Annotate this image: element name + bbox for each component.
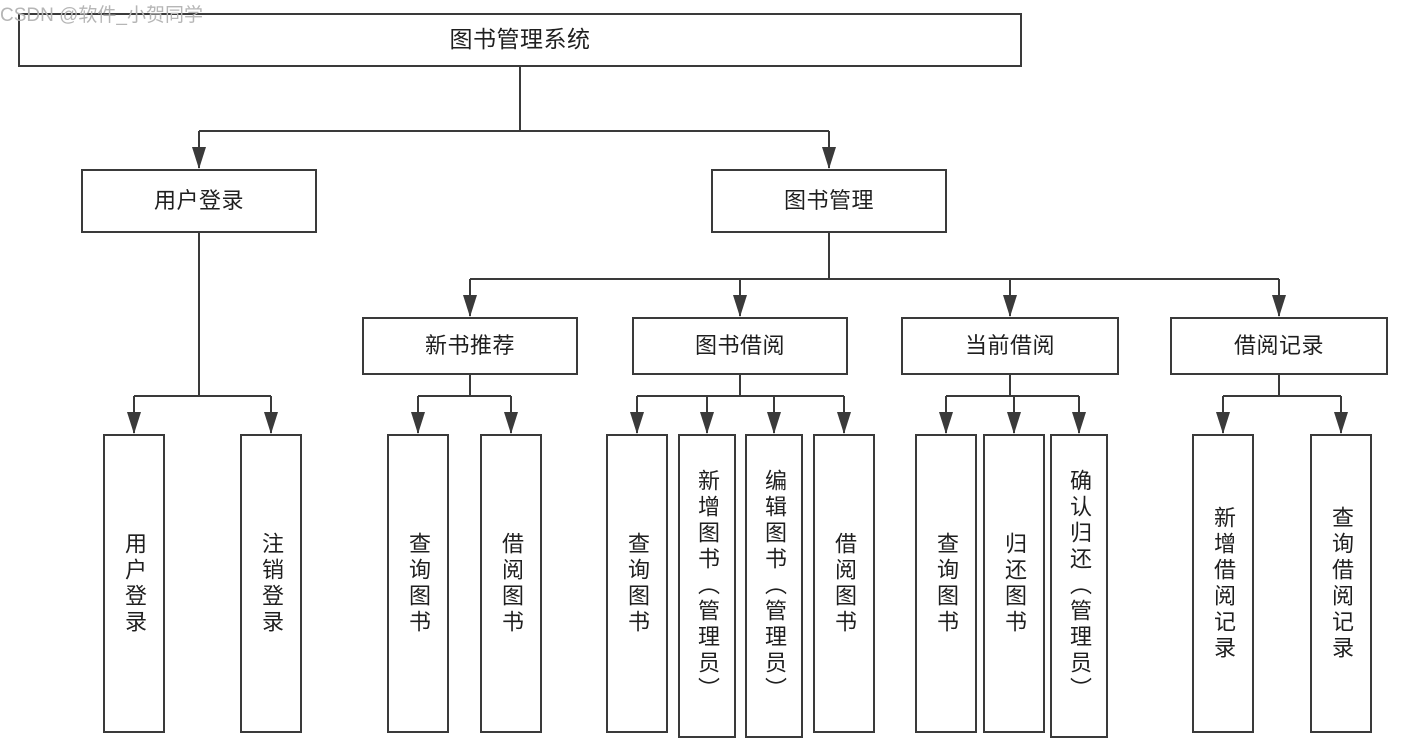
arrowhead-icon [822, 147, 836, 169]
node-leaf-query-book-3[interactable]: 查询图书 [915, 434, 977, 733]
node-leaf-user-logout[interactable]: 注销登录 [240, 434, 302, 733]
node-label: 图书管理系统 [449, 26, 591, 53]
arrowhead-icon [504, 412, 518, 434]
node-leaf-add-book[interactable]: 新增图书（管理员） [678, 434, 736, 738]
arrowhead-icon [1272, 295, 1286, 317]
arrowhead-icon [700, 412, 714, 434]
node-borrow-record[interactable]: 借阅记录 [1170, 317, 1388, 375]
node-label: 图书借阅 [694, 332, 785, 358]
node-label: 借阅图书 [832, 531, 857, 636]
arrowhead-icon [630, 412, 644, 434]
node-label: 确认归还（管理员） [1067, 469, 1092, 703]
node-leaf-query-record[interactable]: 查询借阅记录 [1310, 434, 1372, 733]
node-label: 图书管理 [783, 187, 874, 213]
node-root[interactable]: 图书管理系统 [18, 13, 1022, 67]
arrowhead-icon [837, 412, 851, 434]
node-label: 借阅记录 [1233, 332, 1324, 358]
arrowhead-icon [1003, 295, 1017, 317]
node-leaf-confirm-return[interactable]: 确认归还（管理员） [1050, 434, 1108, 738]
arrowhead-icon [767, 412, 781, 434]
node-leaf-return-book[interactable]: 归还图书 [983, 434, 1045, 733]
node-leaf-borrow-book-1[interactable]: 借阅图书 [480, 434, 542, 733]
node-label: 注销登录 [259, 531, 284, 636]
node-book-manage[interactable]: 图书管理 [711, 169, 947, 233]
node-label: 新增借阅记录 [1211, 505, 1236, 662]
node-new-book-rec[interactable]: 新书推荐 [362, 317, 578, 375]
arrowhead-icon [1216, 412, 1230, 434]
arrowhead-icon [264, 412, 278, 434]
node-label: 查询图书 [406, 531, 431, 636]
node-label: 查询图书 [625, 531, 650, 636]
arrowhead-icon [939, 412, 953, 434]
node-book-borrow[interactable]: 图书借阅 [632, 317, 848, 375]
node-leaf-add-record[interactable]: 新增借阅记录 [1192, 434, 1254, 733]
node-label: 查询借阅记录 [1329, 505, 1354, 662]
arrowhead-icon [411, 412, 425, 434]
arrowhead-icon [733, 295, 747, 317]
node-label: 当前借阅 [964, 332, 1055, 358]
node-label: 编辑图书（管理员） [762, 469, 787, 703]
arrowhead-icon [127, 412, 141, 434]
arrowhead-icon [192, 147, 206, 169]
node-label: 新增图书（管理员） [695, 469, 720, 703]
node-current-borrow[interactable]: 当前借阅 [901, 317, 1119, 375]
node-leaf-edit-book[interactable]: 编辑图书（管理员） [745, 434, 803, 738]
arrowhead-icon [463, 295, 477, 317]
node-label: 借阅图书 [499, 531, 524, 636]
node-leaf-borrow-book-2[interactable]: 借阅图书 [813, 434, 875, 733]
node-label: 新书推荐 [424, 332, 515, 358]
watermark: CSDN @软件_小贺同学 [0, 5, 203, 26]
node-label: 用户登录 [122, 531, 147, 636]
node-label: 查询图书 [934, 531, 959, 636]
arrowhead-icon [1334, 412, 1348, 434]
node-label: 归还图书 [1002, 531, 1027, 636]
node-leaf-user-login[interactable]: 用户登录 [103, 434, 165, 733]
node-leaf-query-book-2[interactable]: 查询图书 [606, 434, 668, 733]
node-label: 用户登录 [153, 187, 244, 213]
node-user-login[interactable]: 用户登录 [81, 169, 317, 233]
arrowhead-icon [1072, 412, 1086, 434]
node-leaf-query-book-1[interactable]: 查询图书 [387, 434, 449, 733]
arrowhead-icon [1007, 412, 1021, 434]
